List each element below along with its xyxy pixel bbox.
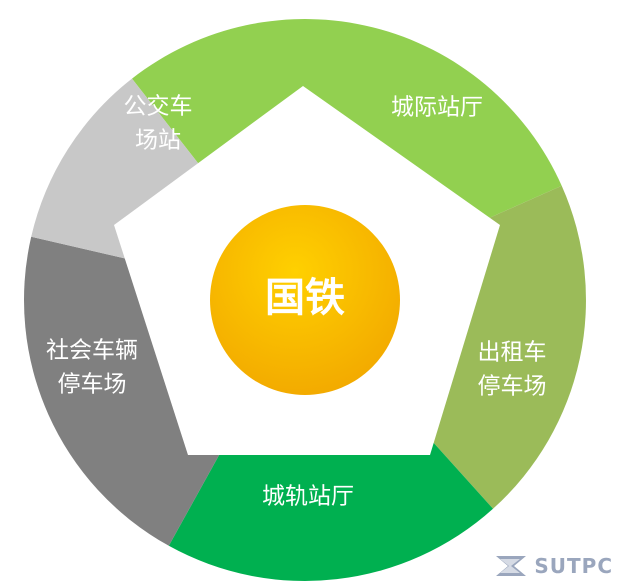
segment-label-1-line-1: 停车场 (478, 374, 547, 400)
segment-label-3-line-0: 社会车辆 (46, 338, 138, 364)
hub-label: 国铁 (265, 275, 345, 321)
segment-label-1-line-0: 出租车 (478, 340, 547, 366)
segment-label-0-line-0: 城际站厅 (391, 95, 483, 121)
sutpc-logo-icon (496, 556, 527, 576)
segment-label-2-line-0: 城轨站厅 (262, 484, 354, 510)
segment-label-3-line-1: 停车场 (58, 372, 127, 398)
sutpc-logo-text: SUTPC (534, 554, 613, 578)
sutpc-logo: SUTPC (494, 554, 613, 578)
segment-label-4-line-0: 公交车 (124, 94, 193, 120)
segment-label-4-line-1: 场站 (135, 128, 181, 154)
hub-circle (210, 205, 400, 395)
